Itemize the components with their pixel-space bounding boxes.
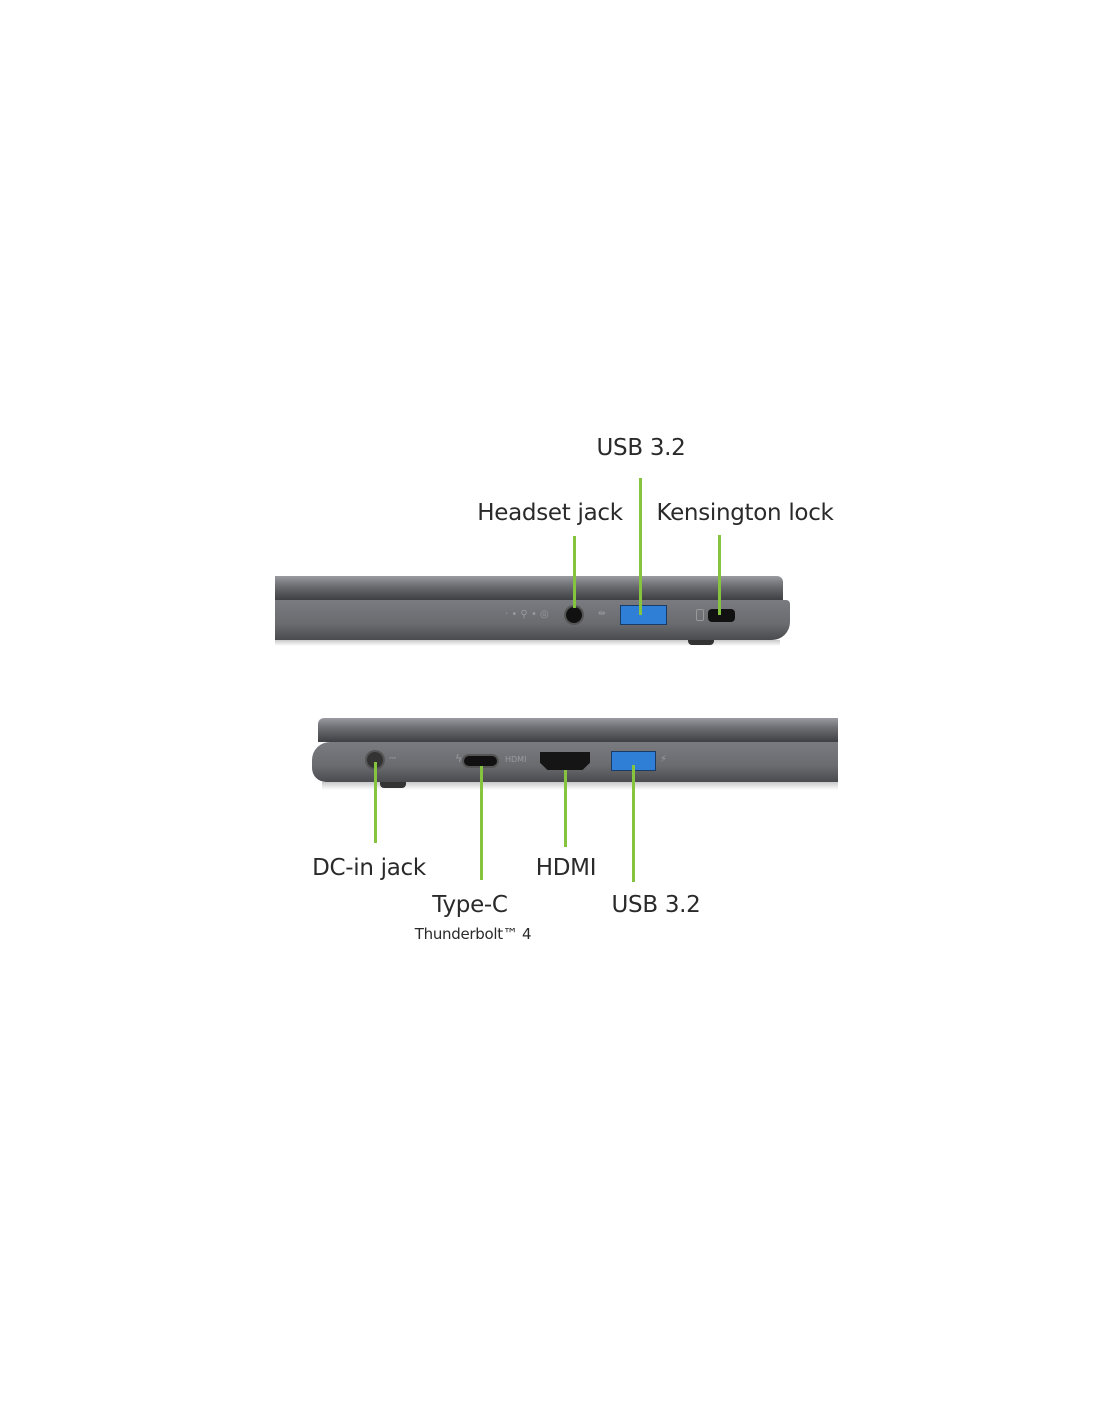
foot bbox=[380, 782, 406, 788]
callout-line-dc-in bbox=[374, 762, 377, 843]
label-headset-jack: Headset jack bbox=[477, 500, 623, 526]
callout-line-type-c bbox=[480, 766, 483, 880]
usb-symbol-icon: ⇹ bbox=[598, 609, 606, 619]
label-usb-bottom: USB 3.2 bbox=[611, 892, 701, 918]
callout-line-kensington bbox=[718, 535, 721, 615]
callout-line-usb-bottom bbox=[632, 765, 635, 882]
hdmi-symbol-icon: HDMI bbox=[505, 755, 527, 764]
kensington-lock-slot bbox=[708, 609, 735, 622]
callout-line-headset bbox=[573, 536, 576, 608]
lid bbox=[275, 576, 783, 600]
base-shadow bbox=[322, 782, 838, 790]
base-shadow bbox=[275, 640, 780, 646]
thunderbolt-icon: ϟ bbox=[455, 752, 463, 765]
callout-line-usb-top bbox=[639, 478, 642, 615]
dc-in-port bbox=[367, 752, 383, 768]
headset-jack-port bbox=[566, 607, 582, 623]
usb-charge-icon: ⚡ bbox=[660, 754, 668, 765]
type-c-port bbox=[464, 756, 497, 766]
label-thunderbolt: Thunderbolt™ 4 bbox=[414, 925, 532, 943]
dc-symbol-icon: ⎓ bbox=[389, 754, 397, 764]
label-type-c: Type-C bbox=[432, 892, 508, 918]
label-dc-in-jack: DC-in jack bbox=[312, 855, 426, 881]
lid bbox=[318, 718, 838, 742]
label-hdmi: HDMI bbox=[535, 855, 597, 881]
usb-port-top bbox=[620, 605, 667, 625]
base bbox=[275, 600, 790, 640]
hdmi-port bbox=[540, 752, 590, 770]
foot bbox=[688, 640, 714, 645]
label-kensington-lock: Kensington lock bbox=[656, 500, 834, 526]
label-usb-top: USB 3.2 bbox=[596, 435, 686, 461]
lock-icon bbox=[696, 609, 704, 621]
indicator-icons: · • ⚲ • ◎ bbox=[505, 609, 549, 620]
callout-line-hdmi bbox=[564, 770, 567, 847]
